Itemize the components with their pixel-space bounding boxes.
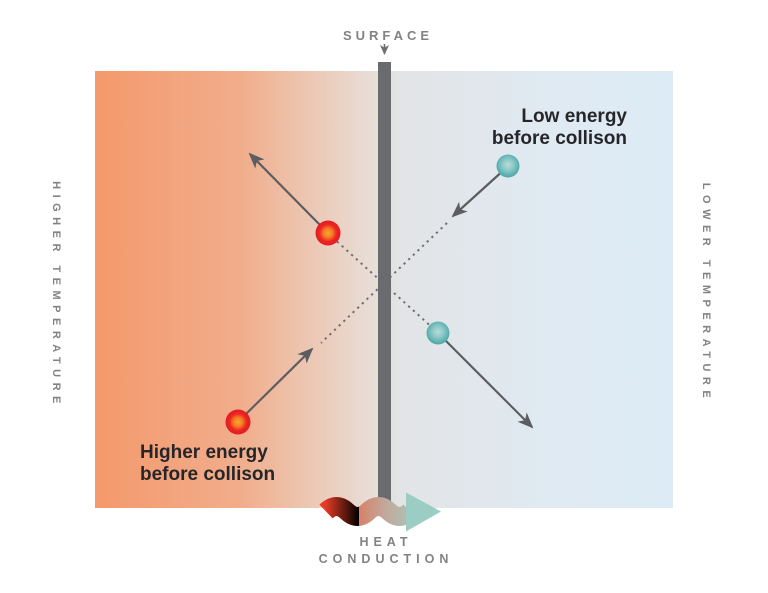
surface-bar [378, 62, 391, 512]
cold-particle-rebound-arrow [445, 340, 534, 429]
heat-conduction-label-line2: CONDUCTION [319, 552, 454, 566]
heat-flow-ribbon [319, 497, 417, 526]
cold-particle-incoming-arrow [451, 172, 501, 218]
higher-energy-label-line1: Higher energy [140, 442, 268, 463]
heat-flow-arrowhead-icon [406, 492, 441, 532]
higher-energy-label-line2: before collison [140, 464, 275, 485]
surface-label: SURFACE [343, 28, 433, 43]
hot-particle-after-collision [315, 220, 341, 246]
lower-temperature-label: LOWER TEMPERATURE [700, 183, 712, 403]
low-energy-label-line2: before collison [492, 128, 627, 149]
low-energy-label-line1: Low energy [521, 106, 627, 127]
dotted-path-hot-particle [336, 240, 431, 327]
hot-particle-rebound-arrow [248, 152, 321, 226]
cold-particle-after-collision [426, 321, 450, 345]
higher-temperature-label: HIGHER TEMPERATURE [50, 181, 62, 409]
cold-particle-before-collision [496, 154, 520, 178]
hot-particle-incoming-arrow [245, 347, 314, 415]
hot-particle-before-collision [225, 409, 251, 435]
heat-conduction-label-line1: HEAT [359, 535, 412, 549]
